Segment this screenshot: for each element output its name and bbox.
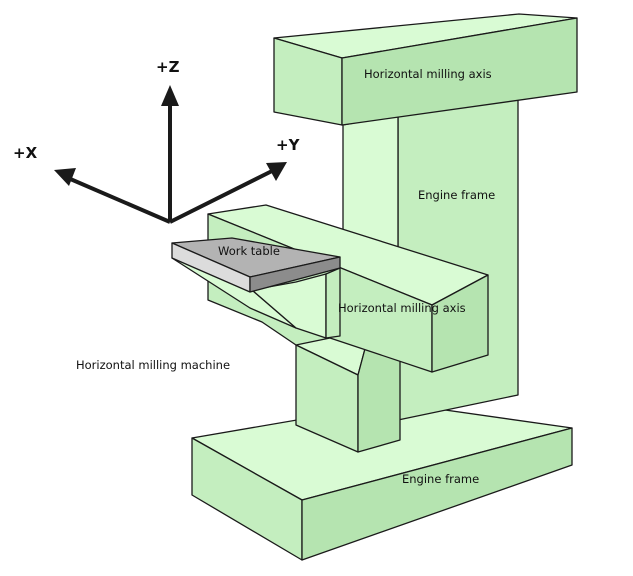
x-axis-arrowhead xyxy=(54,168,76,186)
y-axis-line xyxy=(169,168,275,224)
work-table-block xyxy=(171,237,341,293)
x-axis-label: +X xyxy=(13,144,38,162)
base-side-face xyxy=(301,427,573,561)
label-column: Engine frame xyxy=(418,188,495,202)
saddle-block xyxy=(171,257,341,339)
z-axis-label: +Z xyxy=(156,58,180,76)
work-table-side-face xyxy=(249,256,341,293)
knee-side-face xyxy=(357,344,401,453)
label-spindle-arm: Horizontal milling axis xyxy=(338,301,466,315)
z-axis-arrowhead xyxy=(161,85,179,106)
base-block xyxy=(191,402,573,561)
label-top-arm: Horizontal milling axis xyxy=(364,67,492,81)
spindle-side-face xyxy=(431,274,489,373)
top-arm-block xyxy=(273,13,578,126)
coordinate-axes: +Z +X +Y xyxy=(13,58,301,224)
y-axis-arrowhead xyxy=(266,162,287,181)
saddle-side-face xyxy=(325,267,341,339)
knee-block xyxy=(295,331,401,453)
label-work-table: Work table xyxy=(218,244,280,258)
top-arm-side-face xyxy=(341,17,578,126)
label-machine: Horizontal milling machine xyxy=(76,358,230,372)
label-base: Engine frame xyxy=(402,472,479,486)
y-axis-label: +Y xyxy=(276,136,301,154)
x-axis-line xyxy=(67,176,171,224)
part-labels: Horizontal milling axis Engine frame Wor… xyxy=(76,67,495,486)
